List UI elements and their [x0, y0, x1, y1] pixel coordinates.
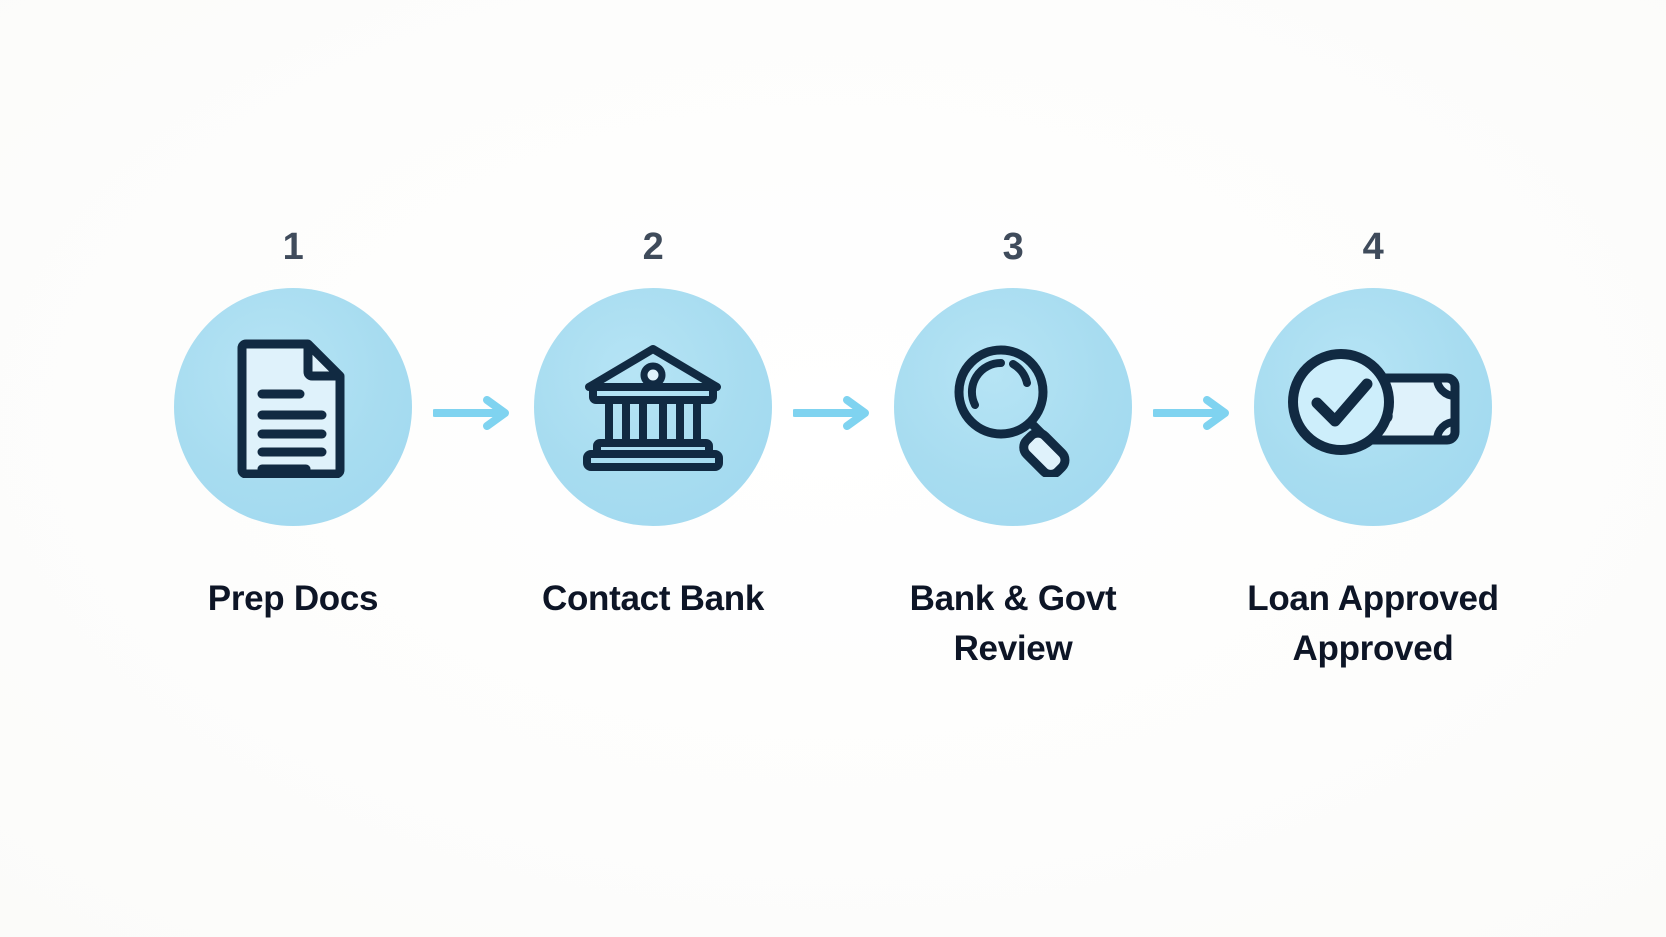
connector-2-3	[785, 396, 881, 430]
arrow-right-icon	[793, 396, 873, 430]
step-icon-circle	[534, 288, 772, 526]
step-label: Loan Approved Approved	[1247, 579, 1499, 668]
process-step-1[interactable]: 1 Prep Docs	[161, 228, 425, 624]
step-number: 3	[1002, 226, 1024, 268]
step-icon-circle	[174, 288, 412, 526]
process-step-2[interactable]: 2	[521, 228, 785, 624]
arrow-right-icon	[433, 396, 513, 430]
approved-money-icon: $	[1285, 346, 1461, 468]
step-icon-circle: $	[1254, 288, 1492, 526]
step-number: 2	[642, 226, 664, 268]
bank-icon	[581, 341, 725, 473]
step-label: Bank & Govt Review	[909, 579, 1117, 668]
magnifier-icon	[943, 337, 1083, 477]
step-icon-circle	[894, 288, 1132, 526]
step-label: Prep Docs	[207, 579, 379, 618]
step-number: 4	[1362, 226, 1384, 268]
step-number: 1	[282, 226, 304, 268]
process-step-4[interactable]: 4 $ Loan Ap	[1241, 228, 1505, 673]
arrow-right-icon	[1153, 396, 1233, 430]
process-step-3[interactable]: 3 Bank & Govt Review	[881, 228, 1145, 673]
document-icon	[234, 336, 352, 478]
step-label: Contact Bank	[542, 579, 764, 618]
connector-1-2	[425, 396, 521, 430]
connector-3-4	[1145, 396, 1241, 430]
